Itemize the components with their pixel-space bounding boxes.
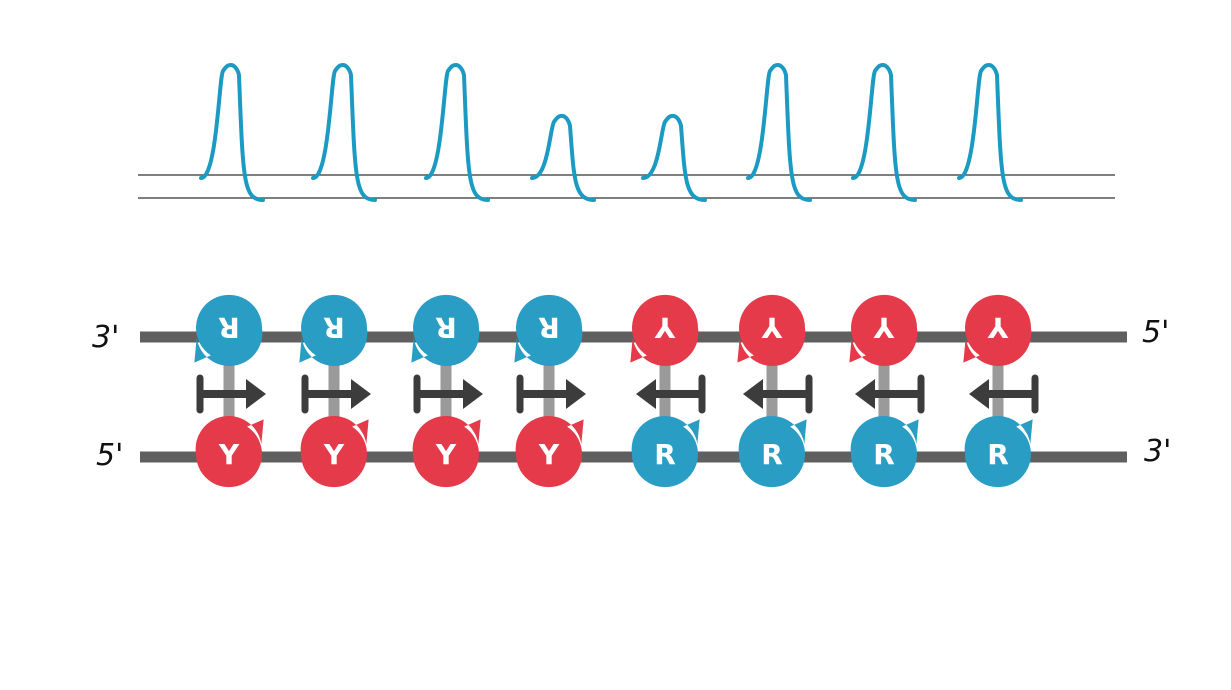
signal-peak: [851, 63, 917, 202]
top-strand-left-end: 3': [92, 320, 120, 355]
base-body: [300, 416, 369, 488]
pyrimidine-label: Y: [323, 438, 345, 471]
bottom-strand-base: Y: [300, 416, 369, 488]
direction-arrow: [196, 374, 266, 414]
purine-label: R: [987, 438, 1009, 471]
pyrimidine-label: Y: [538, 438, 560, 471]
base-body: [849, 294, 918, 366]
base-body: [195, 416, 264, 488]
base-body: [514, 294, 583, 366]
base-body: [963, 294, 1032, 366]
base-body: [964, 416, 1033, 488]
purine-label: R: [873, 438, 895, 471]
top-strand-base: Y: [737, 294, 806, 366]
arrow-head: [351, 379, 371, 409]
pyrimidine-label: Y: [654, 311, 676, 344]
top-strand-right-end: 5': [1142, 315, 1170, 350]
base-pair: RY: [514, 294, 586, 488]
bottom-strand-base: R: [631, 416, 700, 488]
top-strand-base: Y: [963, 294, 1032, 366]
signal-peak: [199, 63, 265, 202]
bottom-strand-base: Y: [195, 416, 264, 488]
purine-label: R: [435, 311, 457, 344]
bottom-strand-base: Y: [515, 416, 584, 488]
base-body: [738, 416, 807, 488]
pyrimidine-label: Y: [987, 311, 1009, 344]
base-body: [411, 294, 480, 366]
signal-peak: [311, 63, 377, 202]
base-body: [737, 294, 806, 366]
signal-trace-panel: [138, 63, 1115, 202]
arrow-head: [246, 379, 266, 409]
bottom-strand-left-end: 5': [96, 438, 124, 473]
pyrimidine-label: Y: [218, 438, 240, 471]
pyrimidine-label: Y: [435, 438, 457, 471]
purine-label: R: [538, 311, 560, 344]
direction-arrow: [301, 374, 371, 414]
top-strand-base: R: [194, 294, 263, 366]
direction-arrow: [743, 374, 813, 414]
signal-peak: [957, 63, 1023, 202]
base-pair: YR: [737, 294, 813, 488]
base-pair: RY: [299, 294, 371, 488]
arrow-head: [566, 379, 586, 409]
purine-label: R: [323, 311, 345, 344]
purine-label: R: [654, 438, 676, 471]
base-body: [630, 294, 699, 366]
base-pair: YR: [849, 294, 925, 488]
top-strand-base: Y: [630, 294, 699, 366]
signal-peak: [746, 63, 812, 202]
base-pair: RY: [411, 294, 483, 488]
purine-label: R: [218, 311, 240, 344]
top-strand-base: Y: [849, 294, 918, 366]
direction-arrow: [969, 374, 1039, 414]
pyrimidine-label: Y: [873, 311, 895, 344]
signal-peak: [530, 113, 596, 202]
top-strand-base: R: [411, 294, 480, 366]
bottom-strand-base: R: [964, 416, 1033, 488]
signal-peak: [641, 113, 707, 202]
purine-label: R: [761, 438, 783, 471]
arrow-head: [743, 379, 763, 409]
direction-arrow: [855, 374, 925, 414]
bottom-strand-base: R: [850, 416, 919, 488]
direction-arrow: [516, 374, 586, 414]
signal-peak: [424, 63, 490, 202]
base-pair: YR: [630, 294, 706, 488]
base-body: [631, 416, 700, 488]
bottom-strand-base: Y: [412, 416, 481, 488]
direction-arrow: [413, 374, 483, 414]
arrow-head: [855, 379, 875, 409]
base-body: [194, 294, 263, 366]
base-body: [850, 416, 919, 488]
base-pair: YR: [963, 294, 1039, 488]
top-strand-base: R: [299, 294, 368, 366]
arrow-head: [969, 379, 989, 409]
top-strand-base: R: [514, 294, 583, 366]
direction-arrow: [636, 374, 706, 414]
bottom-strand-base: R: [738, 416, 807, 488]
arrow-head: [636, 379, 656, 409]
arrow-head: [463, 379, 483, 409]
base-body: [299, 294, 368, 366]
bottom-strand-right-end: 3': [1144, 434, 1172, 469]
pyrimidine-label: Y: [761, 311, 783, 344]
base-body: [412, 416, 481, 488]
base-pair: RY: [194, 294, 266, 488]
base-body: [515, 416, 584, 488]
